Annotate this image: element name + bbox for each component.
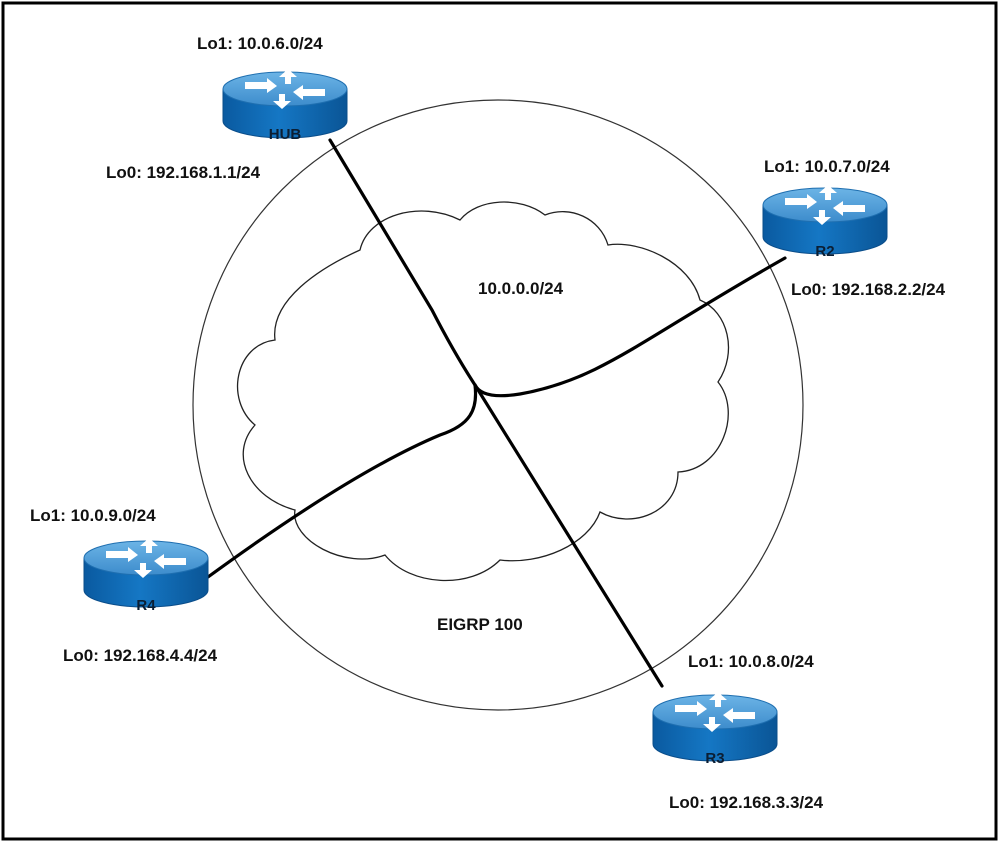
router-hub[interactable]: HUB	[222, 68, 348, 143]
links	[206, 138, 787, 688]
link-r2	[473, 256, 787, 398]
router-r3-name: R3	[705, 750, 724, 767]
r3-lo1-label: Lo1: 10.0.8.0/24	[688, 652, 814, 671]
r4-lo1-label: Lo1: 10.0.9.0/24	[30, 506, 156, 525]
eigrp-domain-circle	[192, 99, 804, 711]
hub-lo0-label: Lo0: 192.168.1.1/24	[106, 163, 261, 182]
r2-lo1-label: Lo1: 10.0.7.0/24	[764, 157, 890, 176]
router-r2[interactable]: R2	[762, 184, 888, 260]
router-hub-name: HUB	[269, 126, 302, 143]
router-r3[interactable]: R3	[652, 691, 778, 767]
r2-lo0-label: Lo0: 192.168.2.2/24	[791, 280, 946, 299]
link-r3	[473, 383, 664, 688]
router-r4-name: R4	[136, 597, 156, 614]
r4-lo0-label: Lo0: 192.168.4.4/24	[63, 646, 218, 665]
router-r2-name: R2	[815, 243, 834, 260]
link-r4	[206, 383, 478, 579]
r3-lo0-label: Lo0: 192.168.3.3/24	[669, 793, 824, 812]
subnet-label: 10.0.0.0/24	[478, 279, 564, 298]
hub-lo1-label: Lo1: 10.0.6.0/24	[197, 34, 323, 53]
router-r4[interactable]: R4	[83, 537, 209, 614]
eigrp-label: EIGRP 100	[437, 615, 523, 634]
link-hub	[328, 138, 477, 387]
